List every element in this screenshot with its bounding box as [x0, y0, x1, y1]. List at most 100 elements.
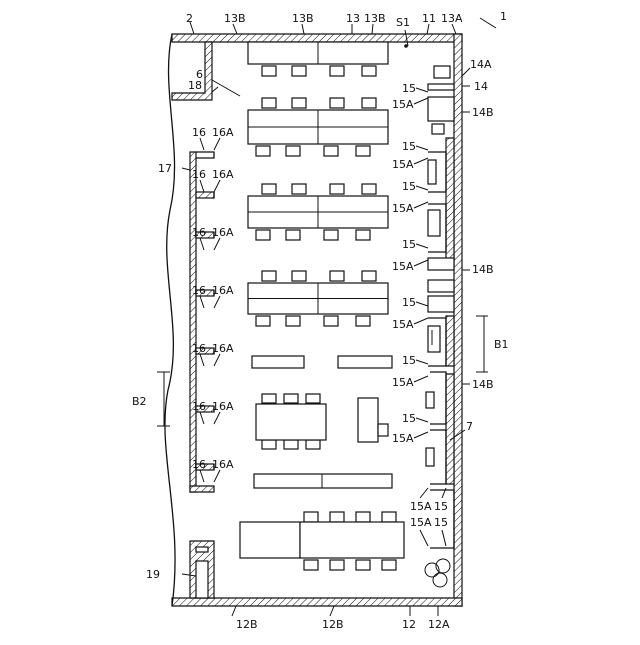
label-7: 7	[466, 420, 473, 433]
label-12: 12	[402, 618, 416, 631]
chair	[356, 512, 370, 522]
reception-desk	[358, 398, 378, 442]
label-16a: 16A	[212, 168, 234, 181]
bench	[338, 356, 392, 368]
label-b2: B2	[132, 395, 147, 408]
label-16a: 16A	[212, 226, 234, 239]
label-15a: 15A	[392, 98, 414, 111]
label-s1: S1	[396, 16, 410, 29]
leader-15a	[414, 318, 428, 324]
chair	[330, 66, 344, 76]
chair	[362, 66, 376, 76]
label-15: 15	[402, 238, 416, 251]
label-12b-left: 12B	[236, 618, 258, 631]
chair	[362, 271, 376, 281]
furniture	[240, 42, 404, 570]
label-19: 19	[146, 568, 160, 581]
label-16: 16	[192, 168, 206, 181]
booth-unit	[196, 192, 214, 198]
chair	[362, 98, 376, 108]
top-wall	[172, 34, 462, 42]
leader-15	[416, 244, 428, 248]
chair	[306, 440, 320, 449]
right-wall	[454, 34, 462, 606]
chair	[304, 560, 318, 570]
label-15: 15	[402, 296, 416, 309]
figure-number-label: 1	[500, 10, 507, 23]
counter	[254, 474, 392, 488]
label-b1: B1	[494, 338, 509, 351]
label-16a: 16A	[212, 342, 234, 355]
chair	[324, 316, 338, 326]
point-s1	[404, 44, 408, 48]
chair	[330, 98, 344, 108]
label-11: 11	[422, 12, 436, 25]
leader-15a	[414, 202, 428, 208]
chair	[262, 184, 276, 194]
chair	[292, 271, 306, 281]
chair	[262, 394, 276, 403]
label-15a: 15A	[392, 158, 414, 171]
leader-15a	[414, 260, 428, 266]
leader-15a	[414, 98, 428, 104]
label-15: 15	[434, 500, 448, 513]
label-15: 15	[402, 354, 416, 367]
side-table	[240, 522, 300, 558]
chair	[330, 271, 344, 281]
reception-chair	[378, 424, 388, 436]
meeting-table	[256, 404, 326, 440]
chair	[256, 146, 270, 156]
label-16a: 16A	[212, 284, 234, 297]
leader-15	[416, 418, 428, 422]
chair	[330, 512, 344, 522]
leader-16	[200, 238, 204, 250]
label-14b-mid: 14B	[472, 263, 494, 276]
label-14b-low: 14B	[472, 378, 494, 391]
chair	[356, 316, 370, 326]
leader-15a	[414, 376, 428, 382]
chair	[286, 230, 300, 240]
leader-15	[416, 186, 428, 190]
label-16: 16	[192, 284, 206, 297]
leader-15a	[420, 530, 428, 546]
chair	[292, 98, 306, 108]
booth-divider	[196, 192, 214, 198]
leader-16	[200, 412, 204, 424]
label-15a: 15A	[392, 202, 414, 215]
leader-15	[416, 88, 428, 92]
chair	[324, 230, 338, 240]
chair	[284, 394, 298, 403]
chair	[262, 98, 276, 108]
label-16: 16	[192, 458, 206, 471]
leader-16	[200, 296, 204, 308]
chair	[330, 184, 344, 194]
label-13: 13	[346, 12, 360, 25]
label-15: 15	[434, 516, 448, 529]
chair	[304, 512, 318, 522]
label-16a: 16A	[212, 458, 234, 471]
label-16a: 16A	[212, 126, 234, 139]
chair	[292, 66, 306, 76]
label-18: 18	[188, 79, 202, 92]
chair	[356, 146, 370, 156]
chair	[306, 394, 320, 403]
chair	[262, 271, 276, 281]
label-16a: 16A	[212, 400, 234, 413]
leader-16a	[214, 296, 220, 308]
leader-16	[200, 354, 204, 366]
leader-16a	[214, 354, 220, 366]
label-15: 15	[402, 140, 416, 153]
leader-16	[200, 180, 204, 192]
bench	[252, 356, 304, 368]
label-12a: 12A	[428, 618, 450, 631]
label-16: 16	[192, 400, 206, 413]
label-13b-left: 13B	[224, 12, 246, 25]
label-17: 17	[158, 162, 172, 175]
room-19	[190, 541, 214, 598]
label-13b-right: 13B	[364, 12, 386, 25]
large-table	[300, 522, 404, 558]
label-16: 16	[192, 342, 206, 355]
leader-16	[200, 470, 204, 482]
label-13a: 13A	[441, 12, 463, 25]
